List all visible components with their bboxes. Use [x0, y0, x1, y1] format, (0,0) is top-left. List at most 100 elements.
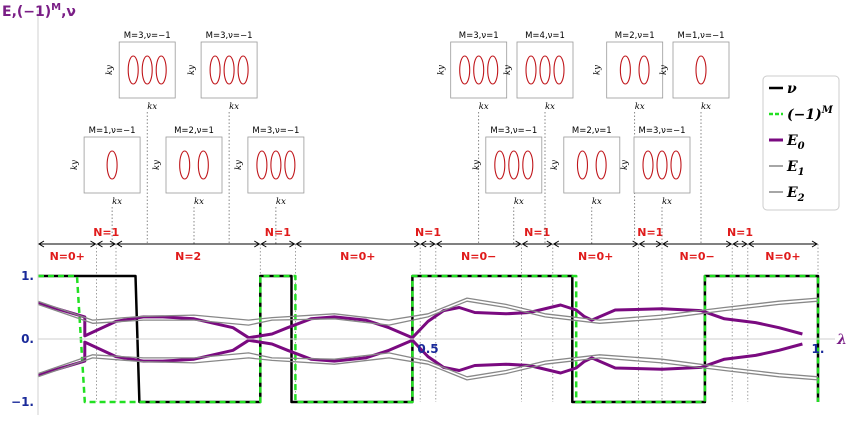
inset-title: M=4,ν=1 — [525, 31, 565, 41]
fermi-contour — [487, 55, 499, 85]
legend-label-base: E — [786, 133, 798, 149]
legend-label-base: ν — [787, 81, 797, 97]
fermi-contour — [670, 150, 682, 180]
inset-frame — [606, 41, 664, 99]
series-E2-line — [37, 297, 819, 321]
inset-y-label: ky — [593, 65, 603, 75]
fermi-contour — [595, 150, 607, 180]
phase-arrow-head — [413, 240, 421, 248]
series-layer — [37, 274, 820, 404]
fermi-contour — [473, 55, 485, 85]
inset-title: M=3,ν=−1 — [124, 31, 171, 41]
inset-frame — [165, 136, 223, 194]
fermi-contour — [553, 55, 565, 85]
x-axis-label: λ — [836, 332, 847, 348]
phase-arrow-head — [260, 240, 267, 248]
fermi-contour — [223, 55, 235, 85]
phase-label: N=1 — [637, 226, 663, 239]
phase-label: N=0+ — [765, 250, 800, 263]
fermi-contour — [695, 55, 707, 85]
inset-title: M=1,ν=−1 — [89, 126, 136, 136]
legend-label-script: 0 — [798, 141, 805, 152]
x-tick-label: 0.5 — [417, 342, 438, 356]
fermi-contour — [209, 55, 221, 85]
phase-label: N=0− — [679, 250, 714, 263]
phase-arrow-head — [38, 240, 45, 248]
phase-arrow-head — [90, 240, 97, 248]
series-E1-line — [37, 300, 819, 326]
fermi-contour — [270, 150, 282, 180]
y-tick-label: 0. — [21, 332, 34, 346]
inset-x-label: kx — [112, 197, 122, 207]
legend-box — [762, 75, 840, 211]
inset-frame — [200, 41, 258, 99]
phase-label: N=1 — [265, 226, 291, 239]
inset-frame — [563, 136, 621, 194]
phase-arrow-head — [811, 240, 818, 248]
inset-y-label: ky — [659, 65, 669, 75]
fermi-contour — [522, 150, 534, 180]
inset-y-label: ky — [70, 160, 80, 170]
legend-label-script: 1 — [798, 167, 805, 178]
phase-arrow-head — [109, 240, 116, 248]
fermi-contour — [642, 150, 654, 180]
series-E0-line — [37, 301, 803, 340]
inset-x-label: kx — [635, 102, 645, 112]
inset-title: M=3,ν=−1 — [490, 126, 537, 136]
phase-arrow-head — [295, 240, 302, 248]
y-label-part: E,(−1) — [2, 4, 51, 20]
fermi-contour — [539, 55, 551, 85]
legend-label: E2 — [786, 185, 805, 204]
phase-label: N=0− — [461, 250, 496, 263]
phase-label: N=2 — [175, 250, 201, 263]
inset-frame — [118, 41, 176, 99]
series-E2-line — [37, 357, 819, 381]
inset-y-label: ky — [550, 160, 560, 170]
fermi-contour — [459, 55, 471, 85]
phase-label: N=1 — [93, 226, 119, 239]
phase-arrow-head — [662, 240, 669, 248]
phase-arrow-head — [732, 240, 739, 248]
fermi-contour — [106, 150, 118, 180]
inset-x-label: kx — [194, 197, 204, 207]
phase-arrow-head — [725, 240, 733, 248]
inset-y-label: ky — [472, 160, 482, 170]
y-tick-label: −1. — [11, 395, 34, 409]
inset-title: M=1,ν=−1 — [678, 31, 725, 41]
phase-arrow-head — [632, 240, 639, 248]
inset-title: M=2,ν=1 — [572, 126, 612, 136]
inset-y-label: ky — [187, 65, 197, 75]
inset-y-label: ky — [620, 160, 630, 170]
phase-arrow-head — [420, 240, 427, 248]
y-label-sup: M — [51, 2, 61, 13]
fermi-contour — [197, 150, 209, 180]
series-1M-line — [38, 274, 820, 404]
fermi-contour — [508, 150, 520, 180]
inset-layer: M=3,ν=−1kxkyM=3,ν=−1kxkyM=3,ν=1kxkyM=4,ν… — [70, 31, 730, 244]
inset-title: M=3,ν=−1 — [206, 31, 253, 41]
phase-arrow-head — [552, 240, 560, 248]
phase-label: N=1 — [524, 226, 550, 239]
phase-arrow-head — [741, 240, 748, 248]
y-axis-label: E,(−1)M,ν — [2, 2, 76, 20]
inset-panel: M=1,ν=−1 kx ky — [70, 126, 141, 244]
phase-arrow-head — [116, 240, 123, 248]
fermi-contour — [638, 55, 650, 85]
inset-y-label: ky — [234, 160, 244, 170]
y-label-part: ,ν — [61, 4, 76, 20]
x-tick-label: 1. — [812, 342, 825, 356]
inset-x-label: kx — [662, 197, 672, 207]
fermi-contour — [284, 150, 296, 180]
phase-arrow-head — [655, 240, 662, 248]
fermi-contour — [179, 150, 191, 180]
inset-title: M=2,ν=1 — [174, 126, 214, 136]
phase-arrow-head — [435, 240, 443, 248]
